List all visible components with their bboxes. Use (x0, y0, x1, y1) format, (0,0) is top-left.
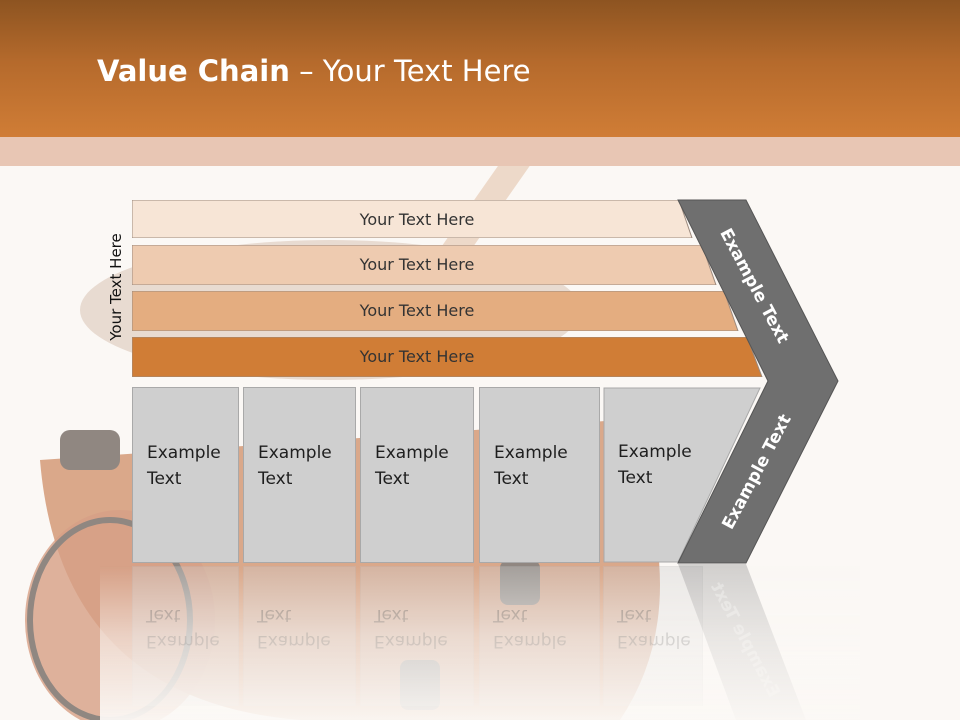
primary-box-5: Example Text (603, 387, 703, 563)
support-row-3: Your Text Here (132, 291, 739, 331)
primary-box-label: Example Text (375, 443, 449, 489)
margin-chevron (677, 199, 839, 564)
support-row-label: Your Text Here (359, 346, 475, 366)
reflection-fade (100, 566, 860, 720)
primary-box-4: Example Text (479, 387, 600, 563)
side-label: Your Text Here (107, 233, 125, 341)
primary-box-label: Example Text (618, 442, 692, 488)
support-row-label: Your Text Here (359, 300, 475, 320)
title-bold: Value Chain (97, 54, 290, 88)
support-row-4: Your Text Here (132, 337, 763, 377)
slide-title: Value Chain – Your Text Here (97, 54, 531, 88)
primary-box-1: Example Text (132, 387, 239, 563)
header-band (0, 137, 960, 166)
primary-box-3: Example Text (360, 387, 474, 563)
primary-box-label: Example Text (494, 443, 568, 489)
primary-box-label: Example Text (258, 443, 332, 489)
primary-box-label: Example Text (147, 443, 221, 489)
title-rest: – Your Text Here (289, 54, 531, 88)
primary-box-2: Example Text (243, 387, 356, 563)
header-bar (0, 0, 960, 137)
support-row-label: Your Text Here (359, 254, 475, 274)
support-row-2: Your Text Here (132, 245, 717, 285)
support-row-label: Your Text Here (359, 209, 475, 229)
support-row-1: Your Text Here (132, 200, 702, 238)
